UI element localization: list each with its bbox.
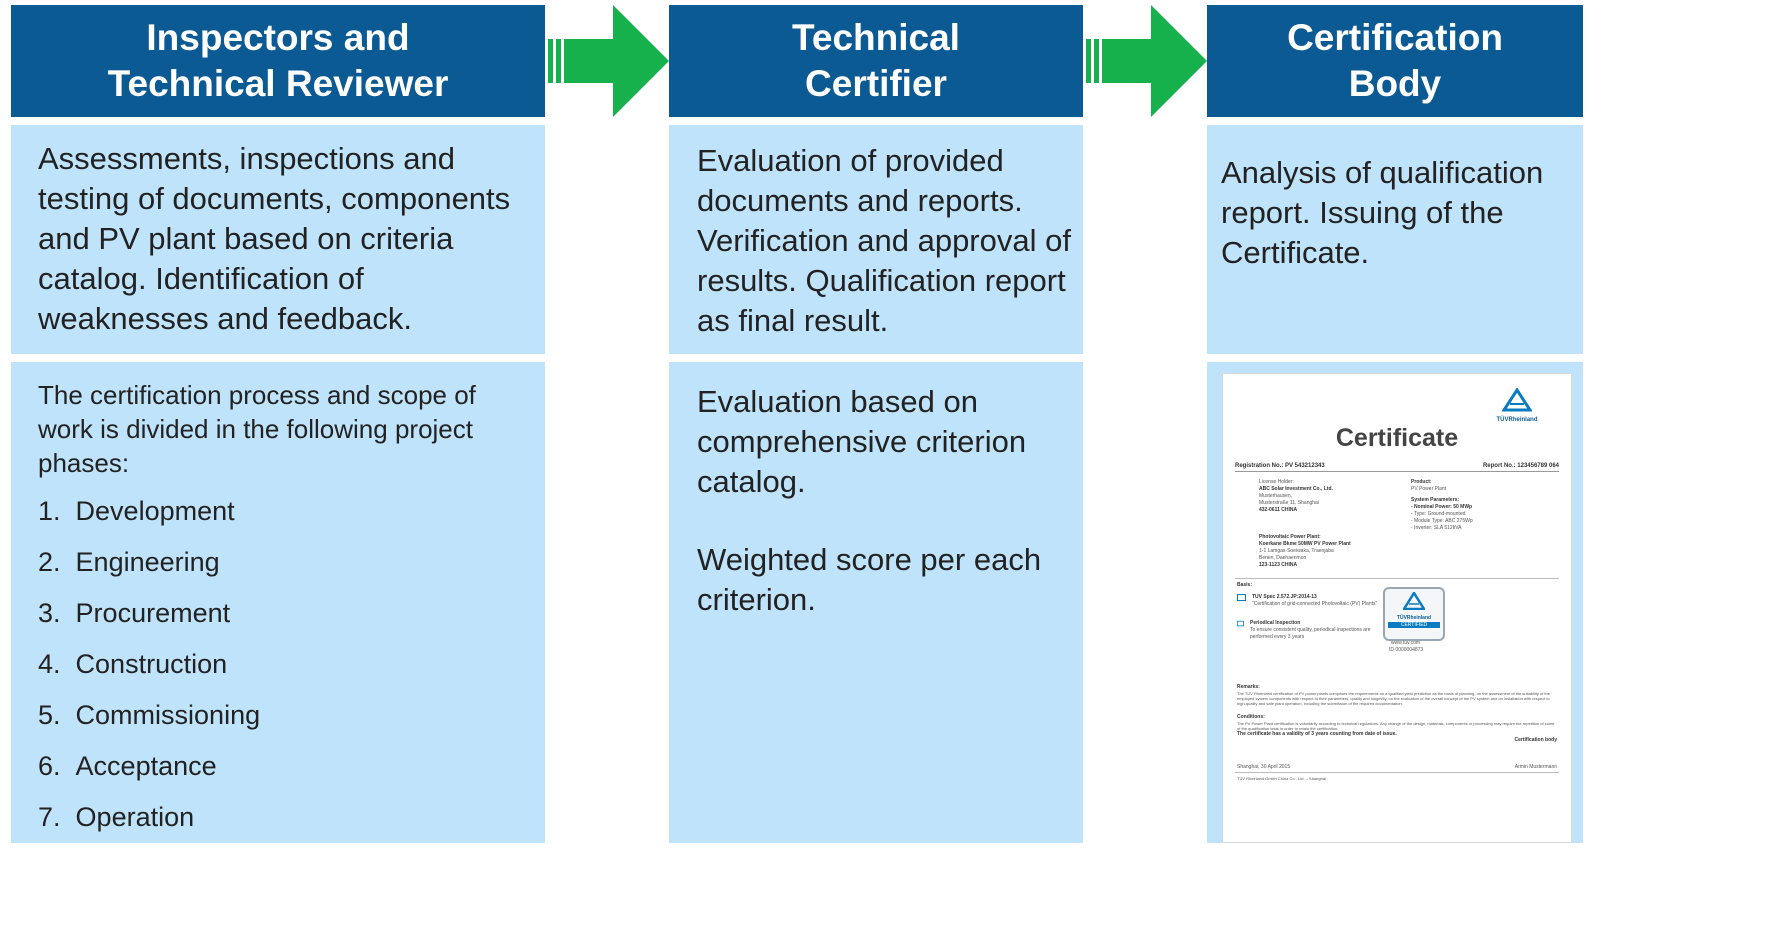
certified-seal-icon [1401,590,1427,611]
certificate-document: TÜVRheinland Certificate Registration No… [1222,373,1572,843]
license-holder-label: License Holder: [1259,479,1294,485]
column-header-line: Certification [1287,17,1503,58]
description-panel-certification-body: Analysis of qualification report. Issuin… [1207,125,1583,354]
phase-item: 4. Construction [38,639,505,690]
column-header-line: Certifier [805,63,947,104]
system-param: - Type: Ground-mounted [1411,511,1466,517]
basis-item-title: Periodical Inspection [1250,620,1301,626]
evaluation-panel: Evaluation based on comprehensive criter… [669,362,1083,843]
license-holder-line: 432-0611 CHINA [1259,507,1298,513]
plant-line: Koerkane Bkme 50MW PV Power Plant [1259,541,1351,547]
phases-panel: The certification process and scope of w… [11,362,545,843]
column-header-line: Technical Reviewer [107,63,449,104]
conditions-label: Conditions: [1237,714,1265,720]
phase-list: 1. Development 2. Engineering 3. Procure… [38,486,505,843]
remarks-label: Remarks: [1237,684,1260,690]
evaluation-basis-text: Evaluation based on comprehensive criter… [697,384,1027,499]
phase-label: Construction [75,649,228,679]
validity-text: The certificate has a validity of 3 year… [1237,731,1397,737]
checkbox-icon [1237,594,1246,601]
basis-item-text: "Certification of grid-connected Photovo… [1252,601,1378,607]
plant-label: Photovoltaic Power Plant: [1259,534,1321,540]
seal-status: CERTIFIED [1388,622,1440,628]
phase-label: Acceptance [75,751,217,781]
basis-label: Basis: [1237,582,1253,588]
column-header-line: Body [1348,63,1442,104]
description-text: Analysis of qualification report. Issuin… [1221,155,1544,270]
column-header-inspectors: Inspectors and Technical Reviewer [11,5,545,117]
phase-item: 6. Acceptance [38,741,505,792]
phase-item: 7. Operation [38,792,505,843]
basis-item-title: TUV Spec 2.572.JP:2014-13 [1252,594,1317,600]
description-text: Evaluation of provided documents and rep… [697,143,1071,338]
license-holder-line: Musterstraße 11, Shanghai [1259,500,1319,506]
place-date: Shanghai, 30 April 2015 [1237,764,1291,770]
phase-label: Commissioning [75,700,261,730]
plant-line: Benen, Daehaenmon [1259,555,1307,561]
conditions-text: The PV Power Plant certification is volu… [1237,721,1555,731]
tuv-brand-text: TÜVRheinland [1496,417,1538,423]
checkbox-icon [1237,620,1244,627]
phase-item: 3. Procurement [38,588,505,639]
certification-body-label: Certification body [1514,737,1557,743]
remarks-text: The TÜV Rheinland certification of PV po… [1237,691,1550,706]
phase-label: Development [75,496,235,526]
system-param: - Nominal Power: 50 MWp [1411,504,1473,510]
column-header-line: Technical [792,17,960,58]
phase-number: 6. [38,751,61,781]
column-header-line: Inspectors and [146,17,410,58]
product-label: Product: [1411,479,1432,485]
system-params-label: System Parameters: [1411,497,1460,503]
system-param: - Module Type: ABC 275Wp [1411,518,1473,524]
phase-label: Operation [75,802,195,832]
plant-line: 123-1123 CHINA [1259,562,1298,568]
weighted-score-text: Weighted score per each criterion. [697,542,1042,617]
phase-number: 1. [38,496,61,526]
tuv-logo: TÜVRheinland [1487,387,1547,423]
report-number: Report No.: 123456789 064 [1482,463,1559,469]
seal-url: www.tuv.com [1391,640,1421,646]
description-panel-technical-certifier: Evaluation of provided documents and rep… [669,125,1083,354]
system-param: - Inverter: SLA 512kVA [1411,525,1462,531]
phase-number: 7. [38,802,61,832]
tuv-logo-icon [1501,387,1533,412]
basis-item-text: To ensure consistent quality, periodical… [1250,627,1371,640]
certified-seal: TÜVRheinland CERTIFIED [1383,587,1445,641]
product-value: PV Power Plant [1411,486,1447,492]
phase-number: 4. [38,649,61,679]
phase-label: Engineering [75,547,220,577]
column-header-certification-body: Certification Body [1207,5,1583,117]
phases-intro: The certification process and scope of w… [38,380,476,478]
seal-brand: TÜVRheinland [1396,615,1432,621]
phase-item: 2. Engineering [38,537,505,588]
right-arrow-icon [1086,5,1207,117]
phase-number: 3. [38,598,61,628]
right-arrow-icon [548,5,669,117]
phase-item: 5. Commissioning [38,690,505,741]
column-header-technical-certifier: Technical Certifier [669,5,1083,117]
issuer: TÜV Rheinland GmbH China Co., Ltd. – Sha… [1237,776,1326,781]
phase-item: 1. Development [38,486,505,537]
description-panel-inspectors: Assessments, inspections and testing of … [11,125,545,354]
plant-line: 1-1 Lamgas-Soeiwaka, Traenjaba [1259,548,1334,554]
description-text: Assessments, inspections and testing of … [38,141,511,336]
signatory: Armin Mustermann [1514,764,1557,770]
phase-label: Procurement [75,598,231,628]
phase-number: 2. [38,547,61,577]
phase-number: 5. [38,700,61,730]
registration-number: Registration No.: PV 543212343 [1235,463,1325,469]
seal-id: ID 0000004873 [1389,647,1424,653]
certificate-title: Certificate [1335,424,1459,452]
license-holder-line: Musterhausen, [1259,493,1293,499]
license-holder-line: ABC Solar Investment Co., Ltd. [1259,486,1333,492]
